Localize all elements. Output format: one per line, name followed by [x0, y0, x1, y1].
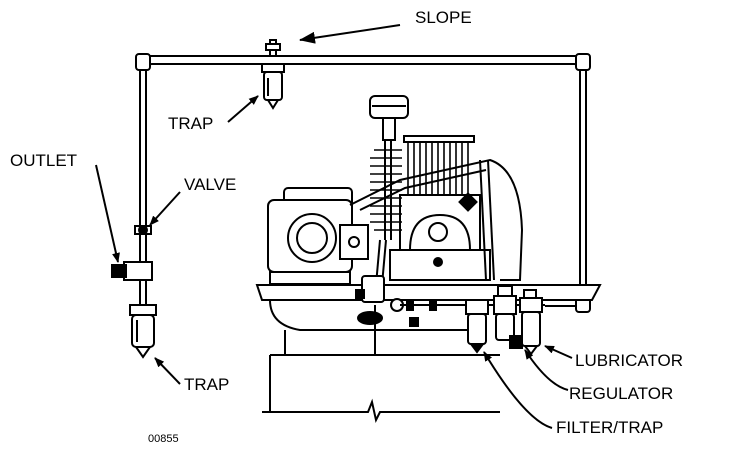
trap-top-leader — [227, 95, 259, 123]
regulator-leader — [524, 349, 569, 391]
outlet-leader — [95, 164, 120, 263]
electric-motor — [267, 187, 369, 285]
branch-valve — [134, 225, 152, 235]
frl-assembly — [465, 285, 543, 356]
slope-arrow — [299, 24, 401, 44]
label-slope: SLOPE — [415, 8, 472, 27]
label-trap-bottom: TRAP — [184, 375, 230, 394]
top-drip-trap — [261, 39, 285, 110]
label-regulator: REGULATOR — [569, 384, 674, 403]
filter-trap-leader — [483, 351, 553, 429]
label-filter-trap: FILTER/TRAP — [556, 418, 664, 437]
trap-bottom-leader — [154, 357, 181, 385]
label-lubricator: LUBRICATOR — [575, 351, 684, 370]
label-valve: VALVE — [184, 175, 237, 194]
valve-leader — [149, 191, 181, 226]
bottom-drip-trap — [129, 304, 157, 359]
compressor-pump — [349, 95, 524, 286]
figure-code: 00855 — [148, 433, 179, 445]
lubricator-leader — [544, 345, 573, 359]
outlet-tee — [111, 261, 153, 305]
label-outlet: OUTLET — [10, 151, 78, 170]
label-trap-top: TRAP — [168, 114, 214, 133]
